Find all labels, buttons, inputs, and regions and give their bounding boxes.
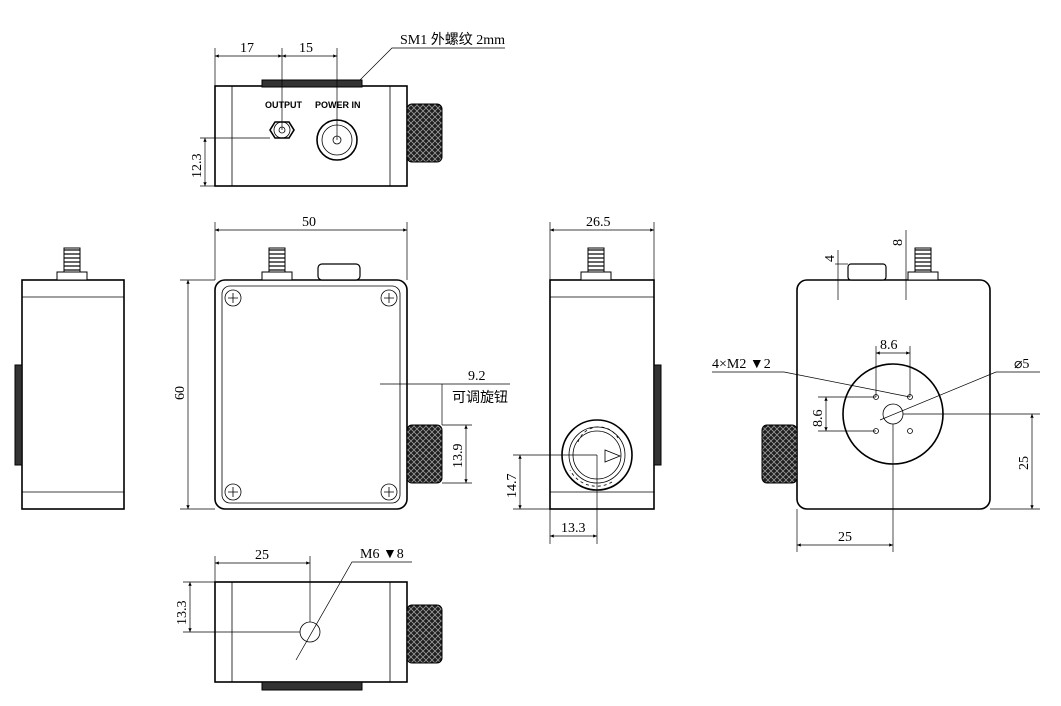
sm1-thread-note: SM1 外螺纹 2mm: [400, 32, 505, 48]
right-side-view: 26.5 14.7 13.3: [505, 215, 662, 544]
front-sma-connector-icon: [268, 247, 286, 273]
sm1-thread: [261, 79, 363, 88]
screw-icon: [224, 289, 242, 307]
front-knob-icon: [406, 424, 443, 484]
dim-9-2: 9.2: [468, 369, 486, 384]
dim-13-3-side: 13.3: [561, 521, 586, 536]
dim-50: 50: [302, 215, 316, 230]
top-view-body: [214, 85, 408, 187]
screw-icon: [380, 483, 398, 501]
dim-12-3: 12.3: [190, 154, 205, 179]
m6-thread-note: M6 ▼8: [360, 547, 404, 562]
dim-4: 4: [823, 255, 838, 262]
left-sma-connector-icon: [63, 247, 81, 273]
dim-26-5: 26.5: [586, 215, 611, 230]
dim-13-9: 13.9: [451, 444, 466, 469]
dim-14-7: 14.7: [505, 474, 520, 499]
top-view: OUTPUT POWER IN 17 15 SM1 外螺纹 2mm 12.3: [190, 32, 505, 187]
screw-icon: [224, 483, 242, 501]
left-sm1-strip: [14, 364, 23, 466]
screw-icon: [380, 289, 398, 307]
dim-13-3-bottom: 13.3: [175, 601, 190, 626]
dim-60: 60: [173, 386, 188, 400]
rear-power-connector-icon: [847, 263, 887, 281]
right-sm1-strip: [653, 364, 662, 466]
left-side-view: [14, 247, 125, 510]
knob-icon: [406, 103, 443, 163]
bottom-knob-icon: [406, 604, 443, 664]
dia-note: ⌀5: [1014, 357, 1029, 372]
knob-note: 可调旋钮: [452, 390, 508, 406]
bottom-view: 25 M6 ▼8 13.3: [175, 547, 443, 691]
front-view: 50 60 9.2 可调旋钮 13.9: [173, 215, 510, 510]
power-label: POWER IN: [315, 100, 361, 110]
right-sma-connector-icon: [587, 247, 605, 273]
dim-17: 17: [240, 41, 254, 56]
output-label: OUTPUT: [265, 100, 303, 110]
dim-15: 15: [299, 41, 313, 56]
rear-sma-connector-icon: [914, 247, 932, 273]
center-hole-icon: [882, 403, 904, 425]
rear-view: 4 8 8.6 8.6 4×M2 ▼2 ⌀5 25 25: [712, 230, 1040, 552]
m2-hole-icon: [907, 428, 913, 434]
dim-8: 8: [891, 239, 906, 246]
dim-25-v: 25: [1017, 456, 1032, 470]
dim-8-6-h: 8.6: [880, 338, 898, 353]
m6-hole-icon: [299, 621, 321, 643]
dim-25-h: 25: [838, 530, 852, 545]
rear-knob-icon: [761, 424, 798, 484]
dim-25: 25: [255, 548, 269, 563]
m2-hole-note: 4×M2 ▼2: [712, 357, 771, 372]
front-power-connector-icon: [317, 263, 361, 281]
bottom-sm1-strip: [261, 681, 363, 691]
dim-8-6-v: 8.6: [811, 410, 826, 428]
